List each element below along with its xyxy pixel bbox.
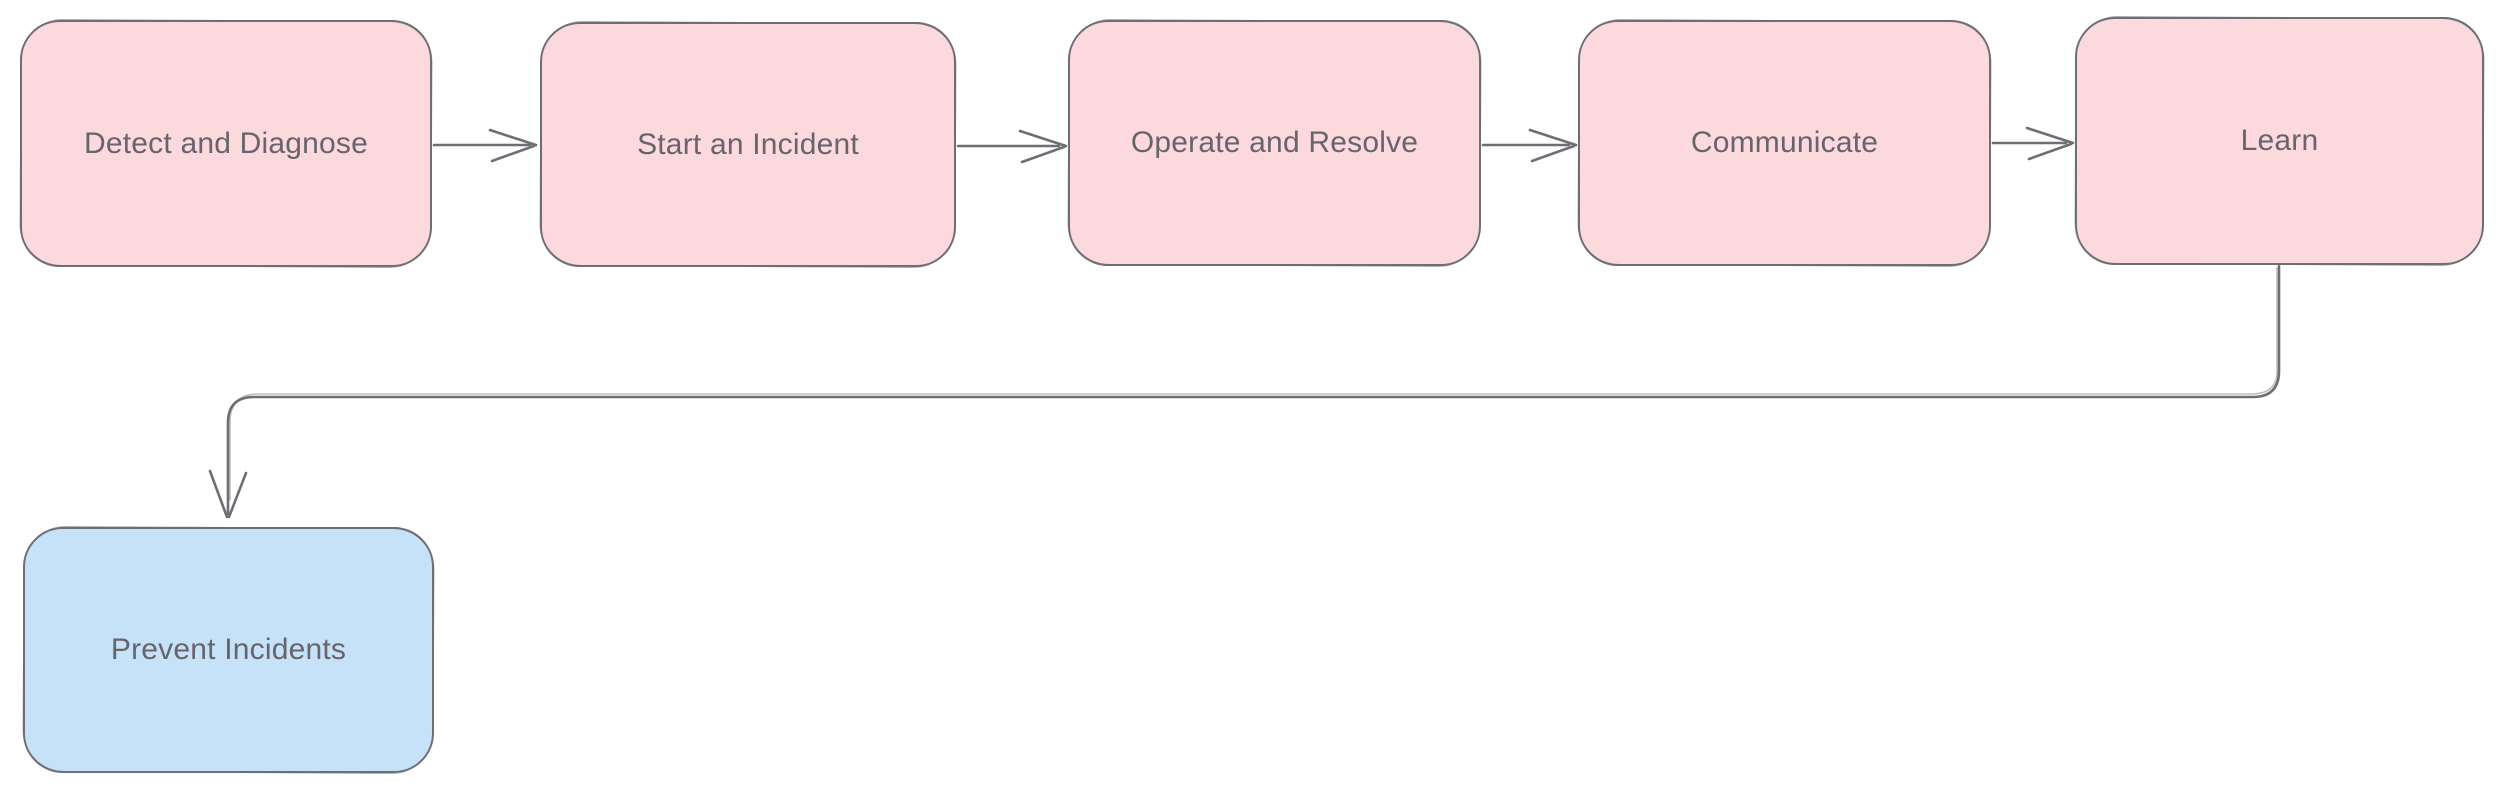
node-start-an-incident[interactable]: Start an Incident — [540, 22, 956, 267]
connector-communicate-to-learn[interactable] — [1991, 126, 2075, 161]
node-label-detect-and-diagnose: Detect and Diagnose — [84, 126, 368, 160]
connector-start-to-operate[interactable] — [956, 129, 1068, 164]
node-label-prevent-incidents: Prevent Incidents — [110, 633, 347, 667]
node-operate-and-resolve[interactable]: Operate and Resolve — [1068, 20, 1481, 266]
node-learn[interactable]: Learn — [2075, 17, 2484, 265]
node-label-start-an-incident: Start an Incident — [637, 127, 859, 161]
node-label-communicate: Communicate — [1690, 126, 1879, 160]
node-label-operate-and-resolve: Operate and Resolve — [1130, 126, 1419, 160]
connector-learn-to-prevent[interactable] — [208, 264, 2281, 519]
node-prevent-incidents[interactable]: Prevent Incidents — [23, 527, 434, 773]
connector-detect-to-start[interactable] — [432, 128, 538, 163]
node-label-learn: Learn — [2240, 124, 2319, 158]
connector-operate-to-communicate[interactable] — [1481, 128, 1578, 163]
node-communicate[interactable]: Communicate — [1578, 20, 1991, 266]
node-detect-and-diagnose[interactable]: Detect and Diagnose — [20, 20, 432, 267]
